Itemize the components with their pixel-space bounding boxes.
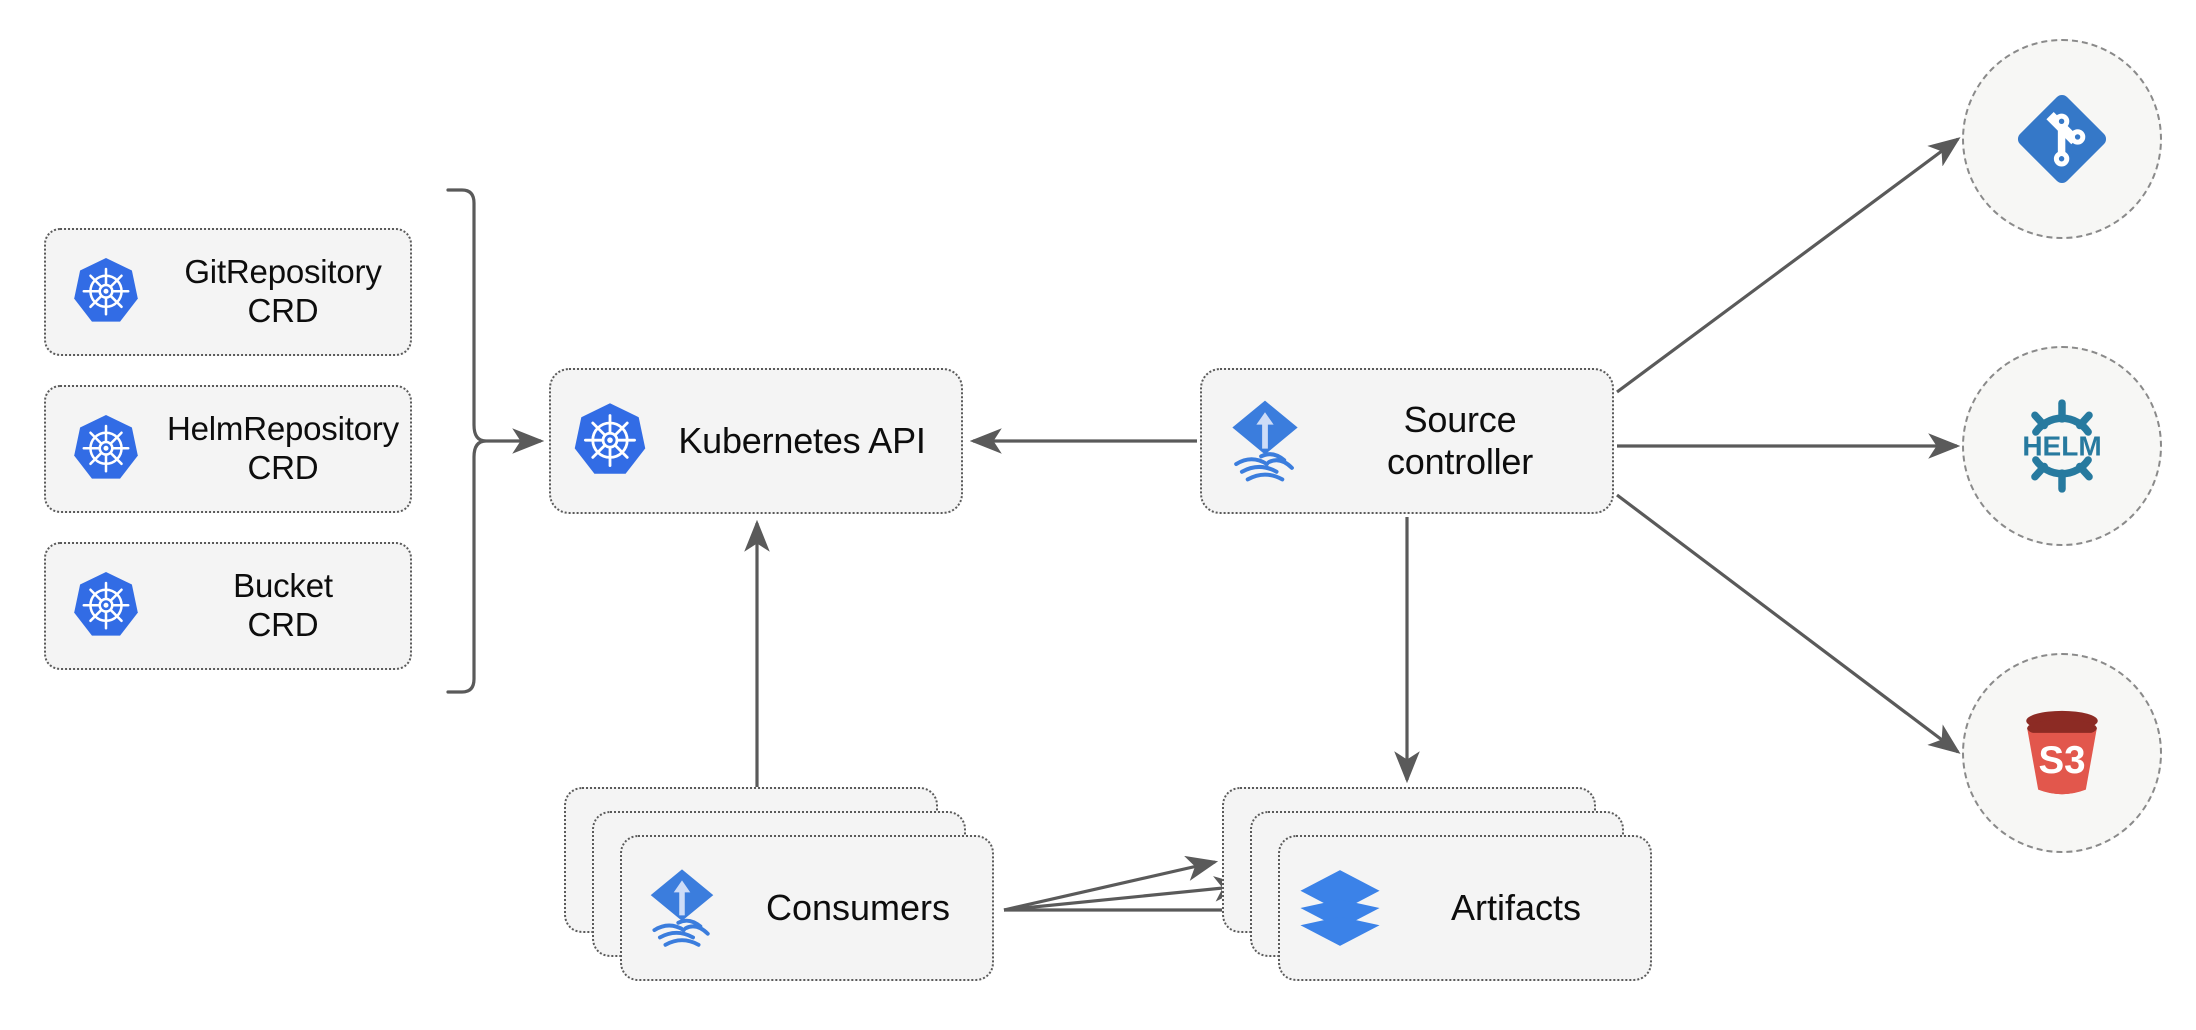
helm-icon: HELM [2006,390,2118,502]
kubernetes-icon [46,569,166,643]
edge-source-controller-to-s3 [1616,493,1961,754]
external-source-git[interactable] [1962,39,2162,239]
node-label: Consumers [765,887,951,928]
stack-sheet-front[interactable]: Artifacts [1278,835,1652,981]
external-source-helm[interactable]: HELM [1962,346,2162,546]
node-label: Kubernetes API [678,419,926,461]
node-source-controller[interactable]: Source controller [1200,368,1614,514]
node-label: Artifacts [1450,887,1582,928]
node-bucket-crd[interactable]: Bucket CRD [44,542,412,670]
s3-icon: S3 [2007,698,2117,808]
stack-sheet-front[interactable]: Consumers [620,835,994,981]
node-label: Bucket CRD [233,567,333,643]
node-helmrepository-crd[interactable]: HelmRepository CRD [44,385,412,513]
node-label: Source controller [1386,398,1534,482]
node-label: HelmRepository CRD [167,410,399,486]
node-artifacts[interactable]: Artifacts [1222,787,1662,987]
external-source-s3[interactable]: S3 [1962,653,2162,853]
git-icon [2010,87,2114,191]
layers-icon [1280,865,1400,951]
helm-wordmark: HELM [2022,430,2101,461]
node-gitrepository-crd[interactable]: GitRepository CRD [44,228,412,356]
kubernetes-icon [46,412,166,486]
flux-icon [1202,393,1328,489]
node-label: GitRepository CRD [184,253,382,329]
flux-icon [622,862,742,954]
s3-wordmark: S3 [2038,739,2085,782]
crd-group-brace [446,188,487,694]
kubernetes-icon [46,255,166,329]
node-kubernetes-api[interactable]: Kubernetes API [549,368,963,514]
edge-source-controller-to-git [1616,137,1961,394]
kubernetes-icon [551,400,669,482]
node-consumers[interactable]: Consumers [564,787,1004,987]
